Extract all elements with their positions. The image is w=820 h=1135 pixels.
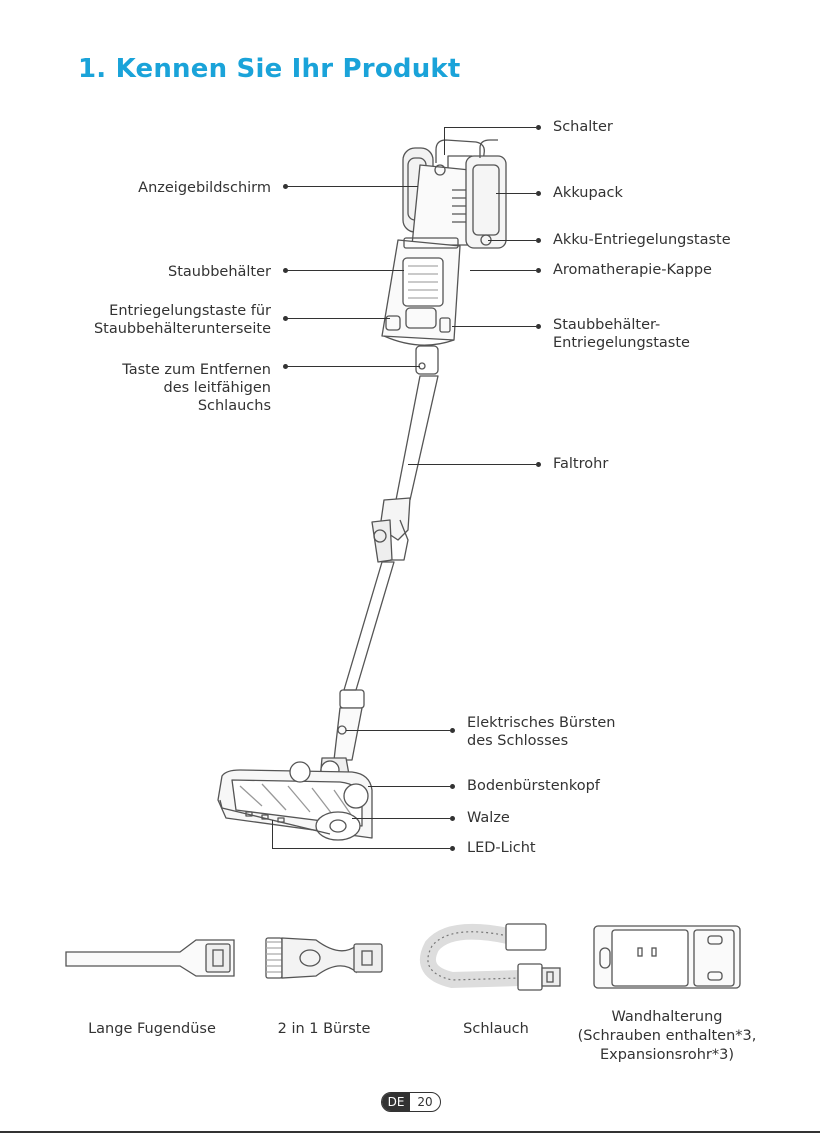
leader-dot: [283, 184, 288, 189]
page-title: 1. Kennen Sie Ihr Produkt: [78, 54, 461, 84]
leader-dot: [536, 324, 541, 329]
leader-dot: [283, 364, 288, 369]
label-bin-bottom-release-1: Entriegelungstaste für: [109, 303, 271, 319]
label-floor-head: Bodenbürstenkopf: [467, 778, 600, 794]
leader-line: [452, 326, 536, 327]
label-bin-release-1: Staubbehälter-: [553, 317, 661, 333]
label-led: LED-Licht: [467, 840, 536, 856]
wall-mount-image: [593, 925, 741, 989]
caption-crevice: Lange Fugendüse: [88, 1021, 216, 1037]
label-roller: Walze: [467, 810, 510, 826]
brush-tool-image: [265, 937, 383, 979]
label-battery-release: Akku-Entriegelungstaste: [553, 232, 731, 248]
label-bin-bottom-release-2: Staubbehälterunterseite: [93, 321, 271, 337]
leader-dot: [450, 846, 455, 851]
leader-line: [368, 786, 450, 787]
caption-hose: Schlauch: [463, 1021, 529, 1037]
caption-mount-1: Wandhalterung: [611, 1009, 723, 1025]
label-hose-button-2: des leitfähigen: [163, 380, 271, 396]
caption-mount-2: (Schrauben enthalten*3,: [577, 1028, 757, 1044]
leader-dot: [536, 125, 541, 130]
page-number: 20: [417, 1095, 433, 1109]
label-brush-lock-1: Elektrisches Bürsten: [467, 715, 616, 731]
caption-brush: 2 in 1 Bürste: [277, 1021, 371, 1037]
label-display: Anzeigebildschirm: [138, 180, 271, 196]
leader-dot: [450, 816, 455, 821]
leader-line: [346, 730, 450, 731]
hose-image: [420, 923, 561, 991]
leader-line: [272, 848, 450, 849]
leader-line: [408, 464, 536, 465]
page-badge: DE 20: [381, 1092, 441, 1112]
leader-dot: [450, 784, 455, 789]
label-aroma-cap: Aromatherapie-Kappe: [553, 262, 712, 278]
leader-line: [286, 318, 390, 319]
leader-line: [444, 127, 445, 155]
caption-mount-3: Expansionsrohr*3): [599, 1047, 735, 1063]
label-hose-button-3: Schlauchs: [197, 398, 271, 414]
label-switch: Schalter: [553, 119, 613, 135]
leader-line: [488, 240, 536, 241]
language-tag: DE: [382, 1093, 410, 1111]
leader-dot: [536, 191, 541, 196]
label-hose-button-1: Taste zum Entfernen: [122, 362, 271, 378]
leader-line: [272, 820, 273, 848]
leader-line: [286, 270, 404, 271]
leader-line: [352, 818, 450, 819]
leader-line: [470, 270, 536, 271]
leader-dot: [536, 462, 541, 467]
leader-line: [496, 193, 536, 194]
leader-line: [286, 186, 418, 187]
label-tube: Faltrohr: [553, 456, 609, 472]
leader-dot: [283, 268, 288, 273]
leader-dot: [450, 728, 455, 733]
leader-dot: [536, 268, 541, 273]
leader-line: [444, 127, 536, 128]
leader-dot: [536, 238, 541, 243]
leader-dot: [283, 316, 288, 321]
label-dust-bin: Staubbehälter: [168, 264, 271, 280]
leader-line: [286, 366, 420, 367]
label-bin-release-2: Entriegelungstaste: [553, 335, 690, 351]
label-brush-lock-2: des Schlosses: [467, 733, 569, 749]
label-battery: Akkupack: [553, 185, 623, 201]
crevice-tool-image: [65, 939, 235, 977]
bottom-rule: [0, 1131, 820, 1133]
